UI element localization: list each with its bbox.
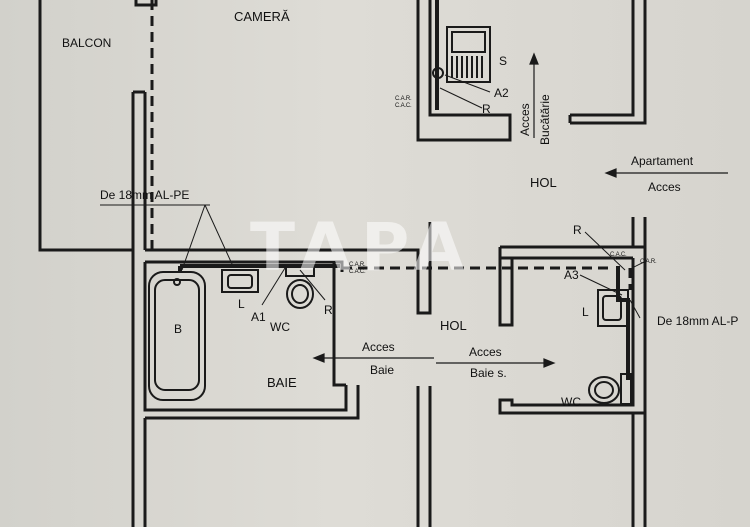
small-label-cac-right: C.A.C. (610, 252, 627, 258)
pipe-label-right: De 18mm AL-P (657, 314, 739, 328)
small-label-cac-top: C.A.C. (395, 103, 412, 109)
access-label-bucatarie-acces: Acces (518, 103, 532, 136)
wall-wc2-inner-right (498, 258, 645, 415)
wall-bath-right (332, 262, 346, 387)
leader-r-right (584, 231, 626, 271)
leader-de18-right (629, 299, 641, 319)
room-label-balcon: BALCON (62, 36, 112, 50)
room-label-camera: CAMERĂ (234, 9, 290, 24)
fixture-label-wc-left: WC (270, 320, 290, 334)
sink-left-basin (227, 274, 253, 289)
wall-bath-bottom (145, 385, 360, 420)
bathtub (148, 271, 206, 401)
wall-camera-top (134, 0, 158, 7)
room-label-hol-top: HOL (530, 175, 557, 190)
pipe-wc2 (616, 266, 630, 380)
leader-left-2 (204, 204, 233, 265)
leader-a1 (261, 267, 286, 306)
fixture-label-wc-right: WC (561, 395, 581, 409)
room-label-hol-mid: HOL (440, 318, 467, 333)
fixture-label-r-top: R (482, 102, 491, 116)
fixture-label-s: S (499, 54, 508, 68)
wc-right-bowl (588, 376, 620, 404)
wc-right-tank (620, 373, 632, 405)
wall-kitchen-2 (570, 0, 635, 117)
pipe-label-left: De 18mm AL-PE (100, 188, 190, 202)
leader-left-1 (181, 204, 206, 271)
fixture-label-b: B (174, 322, 183, 336)
small-label-car-right: C.A.R. (640, 259, 657, 265)
wc-left-bowl (286, 279, 314, 309)
fixture-label-r-right: R (573, 223, 582, 237)
fixture-label-a2: A2 (494, 86, 509, 100)
watermark: TAPA (250, 209, 475, 286)
small-label-car-mid: C.A.R. (349, 262, 366, 268)
kitchen-sink (446, 26, 491, 83)
sink-left (221, 269, 259, 293)
bathtub-drain (173, 278, 181, 286)
fixture-label-l-right: L (582, 305, 589, 319)
access-label-baie-acces: Acces (362, 340, 395, 354)
access-label-baie: Baie (370, 363, 395, 377)
fixture-label-a3: A3 (564, 268, 579, 282)
small-label-cac-mid: C.A.C. (349, 269, 366, 275)
room-label-baie: BAIE (267, 375, 297, 390)
small-label-car-top: C.A.R. (395, 96, 412, 102)
leader-r-top (439, 87, 483, 109)
leader-a3 (579, 274, 623, 296)
fixture-label-r-left: R (324, 303, 333, 317)
leader-car-right (631, 261, 645, 269)
wall-wc2-left (498, 247, 514, 327)
wc-left-tank (285, 265, 315, 277)
fixture-label-l-left: L (238, 297, 245, 311)
wall-bath-left (143, 262, 348, 412)
access-label-bucatarie: Bucătărie (538, 94, 552, 145)
access-label-apartament-acces: Acces (648, 180, 681, 194)
wall-kitchen-3 (570, 0, 647, 125)
fixture-label-a1: A1 (251, 310, 266, 324)
access-label-baie-s-acces: Acces (469, 345, 502, 359)
access-label-baie-s: Baie s. (470, 366, 507, 380)
sink-right (597, 289, 629, 327)
wall-kitchen-1 (416, 0, 512, 142)
access-label-apartament: Apartament (631, 154, 694, 168)
wall-balcony (38, 0, 133, 252)
